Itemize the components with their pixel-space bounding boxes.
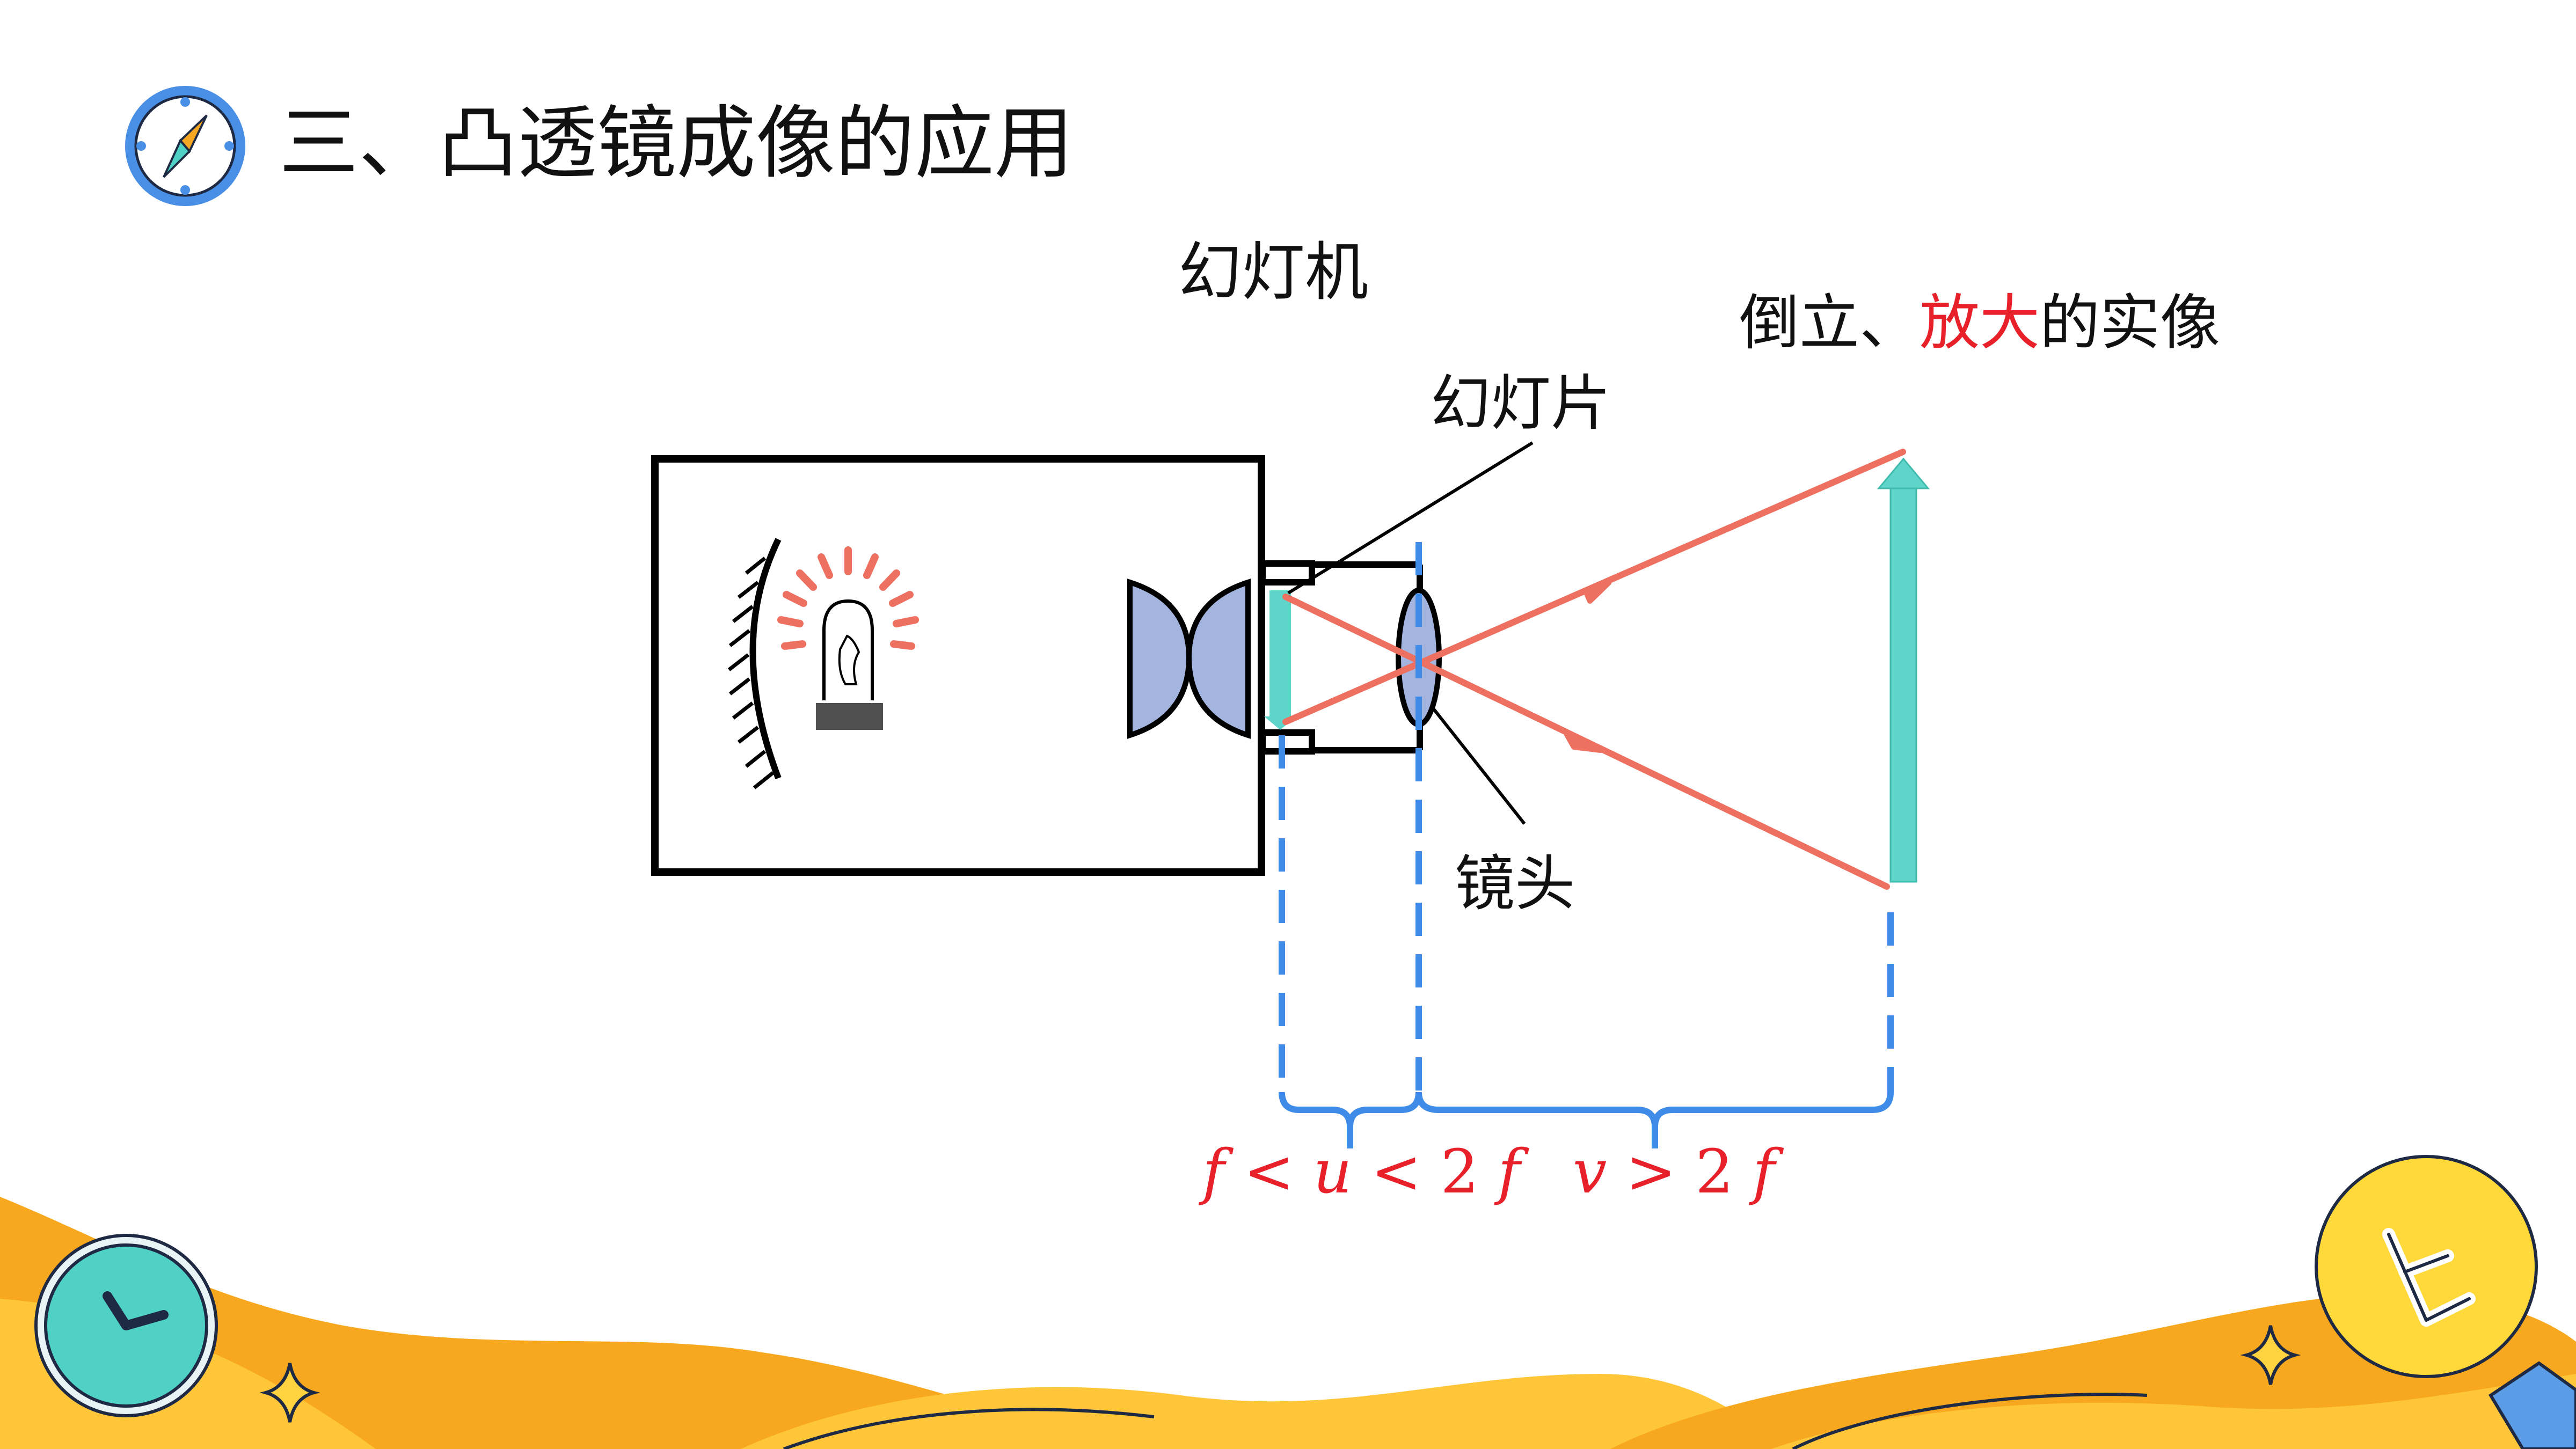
condenser-lens-right bbox=[1186, 579, 1251, 739]
sparkle-icon bbox=[2240, 1325, 2301, 1385]
light-rays bbox=[1282, 449, 1906, 890]
sparkle-icon bbox=[259, 1363, 320, 1423]
slide-pointer-line bbox=[1287, 441, 1534, 595]
image-description-prefix: 倒立、 bbox=[1739, 288, 1920, 358]
projector-diagram: 幻灯片 镜头 𝑓 < 𝑢 < 2 𝑓 𝑣 > 2 𝑓 bbox=[651, 369, 1930, 1207]
compass-icon bbox=[125, 86, 245, 206]
distance-guides bbox=[1279, 542, 1894, 1092]
ray-arrow bbox=[1564, 731, 1603, 753]
concave-mirror bbox=[727, 538, 782, 789]
object-distance-formula: 𝑓 < 𝑢 < 2 𝑓 bbox=[1199, 1137, 1530, 1207]
image-distance-formula: 𝑣 > 2 𝑓 bbox=[1573, 1137, 1784, 1207]
lens-label: 镜头 bbox=[1455, 849, 1575, 919]
image-description-highlight: 放大 bbox=[1920, 288, 2040, 358]
image-description: 倒立、放大的实像 bbox=[1739, 288, 2220, 358]
page-title: 三、凸透镜成像的应用 bbox=[279, 97, 1074, 189]
bottom-wave-mid bbox=[741, 1374, 1787, 1449]
projected-image-arrow bbox=[1877, 457, 1930, 883]
page-subtitle: 幻灯机 bbox=[1178, 235, 1368, 309]
ray-arrow bbox=[1583, 580, 1611, 604]
bulb-icon bbox=[777, 546, 919, 730]
image-description-suffix: 的实像 bbox=[2040, 288, 2220, 358]
slide-arrow bbox=[1264, 590, 1296, 730]
distance-braces bbox=[1279, 1092, 1894, 1148]
clock-icon bbox=[34, 1234, 218, 1417]
wave-line bbox=[783, 1408, 1155, 1449]
bottom-wave-right-front bbox=[1771, 1374, 2576, 1449]
wave-line bbox=[1792, 1393, 2148, 1449]
lens-pointer-line bbox=[1432, 707, 1526, 825]
slide-label: 幻灯片 bbox=[1431, 369, 1611, 438]
bottom-decoration bbox=[0, 1155, 2576, 1449]
lightbulb-icon bbox=[2315, 1155, 2576, 1449]
